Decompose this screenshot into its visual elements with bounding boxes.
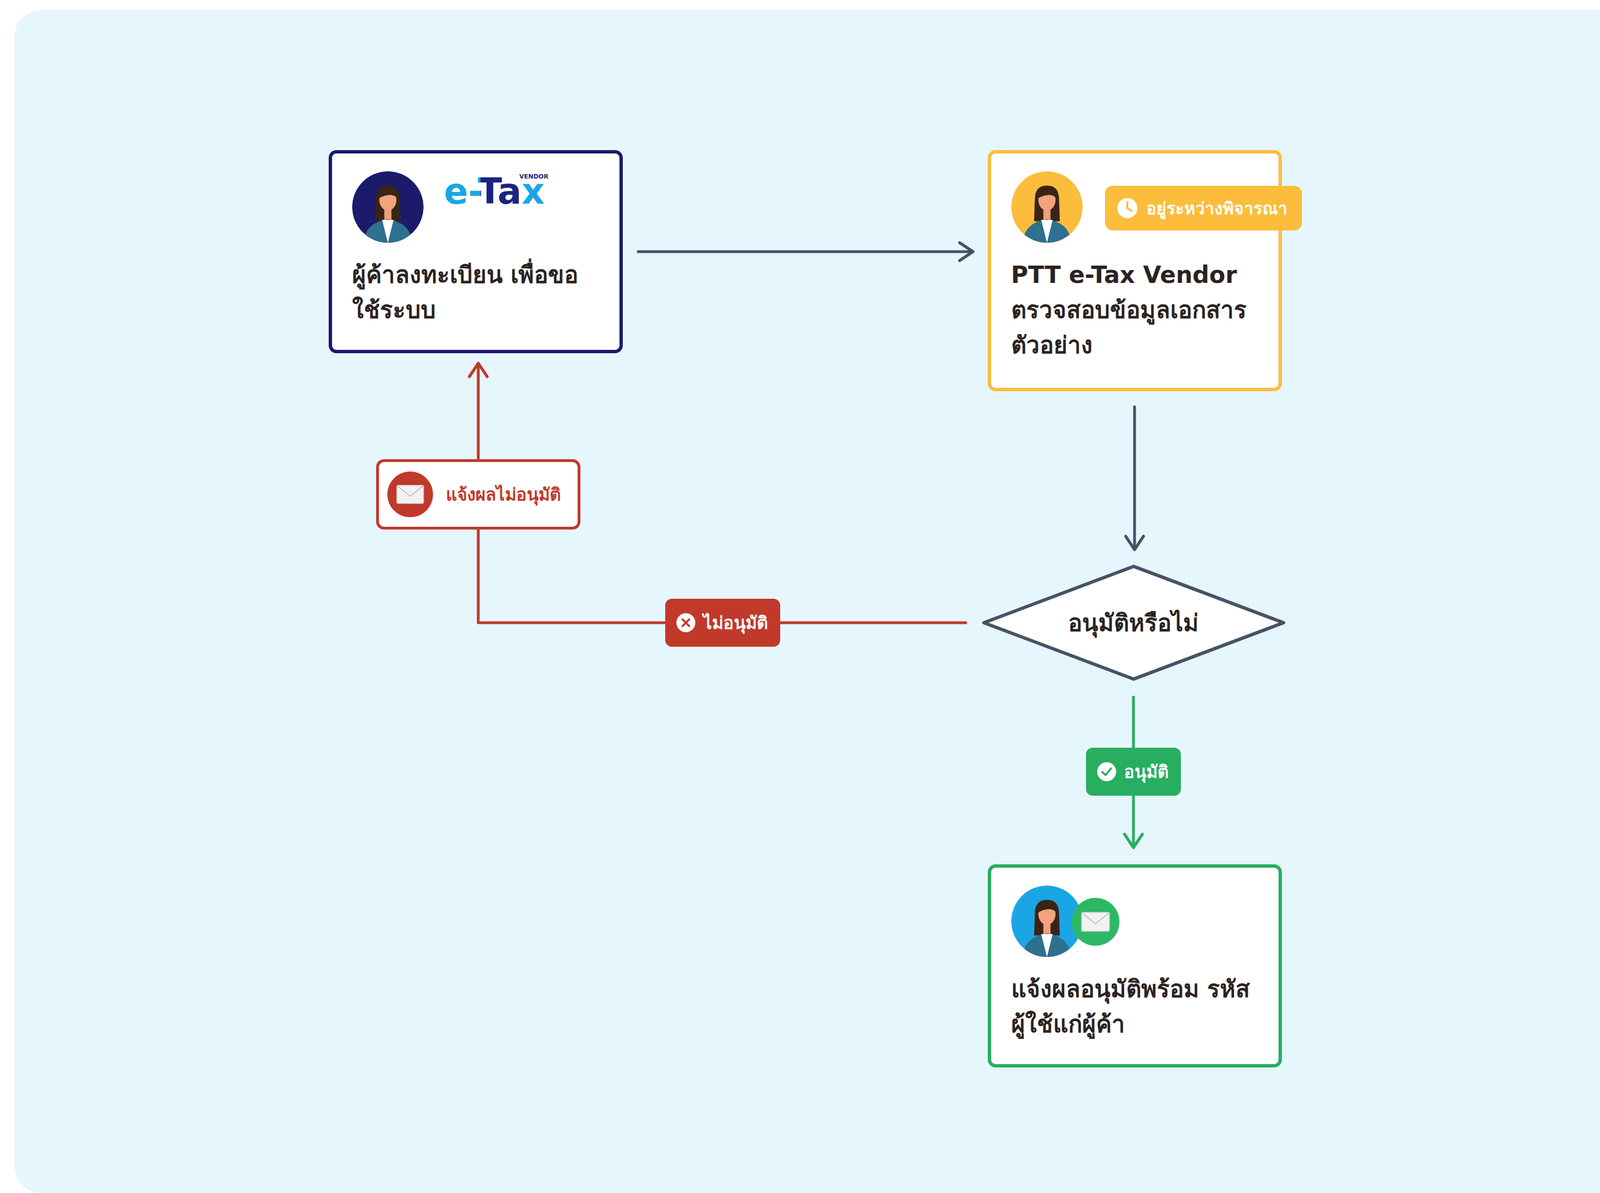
notice-text: แจ้งผลไม่อนุมัติ	[445, 480, 561, 509]
flow-connector	[1133, 405, 1137, 550]
status-text: อยู่ระหว่างพิจารณา	[1146, 195, 1288, 222]
status-badge: อยู่ระหว่างพิจารณา	[1104, 185, 1302, 231]
edge-label-pill: ไม่อนุมัติ	[665, 598, 781, 647]
review-box: อยู่ระหว่างพิจารณาPTT e-Tax Vendor ตรวจส…	[987, 150, 1282, 392]
step-text: ผู้ค้าลงทะเบียน เพื่อขอ ใช้ระบบ	[352, 257, 600, 328]
status-icon	[675, 612, 697, 634]
card-header: e-TaxVENDOR	[352, 171, 600, 243]
decision-text: อนุมัติหรือไม่	[1068, 604, 1199, 642]
avatar-illustration	[1011, 171, 1083, 243]
reject-notice-box: แจ้งผลไม่อนุมัติ	[376, 459, 581, 530]
edge-label: ไม่อนุมัติ	[703, 608, 768, 637]
step-text: PTT e-Tax Vendor ตรวจสอบข้อมูลเอกสาร ตัว…	[1011, 257, 1259, 363]
step-text: แจ้งผลอนุมัติพร้อม รหัสผู้ใช้แก่ผู้ค้า	[1011, 971, 1259, 1042]
register-box: e-TaxVENDOR ผู้ค้าลงทะเบียน เพื่อขอ ใช้ระ…	[328, 150, 623, 354]
flow-connector	[637, 250, 974, 254]
logo-subtext: VENDOR	[519, 173, 549, 180]
edge-label-pill: อนุมัติ	[1086, 747, 1181, 796]
mail-icon	[386, 471, 434, 518]
clock-icon	[1116, 197, 1139, 220]
approve-box: แจ้งผลอนุมัติพร้อม รหัสผู้ใช้แก่ผู้ค้า	[987, 864, 1282, 1068]
avatar-illustration	[352, 171, 424, 243]
background-panel	[14, 10, 1600, 1193]
flow-connector	[477, 363, 480, 460]
card-header	[1011, 885, 1259, 958]
mail-icon	[1070, 896, 1121, 948]
status-icon	[1096, 761, 1118, 783]
decision-diamond: อนุมัติหรือไม่	[981, 564, 1286, 682]
edge-label: อนุมัติ	[1123, 757, 1169, 786]
